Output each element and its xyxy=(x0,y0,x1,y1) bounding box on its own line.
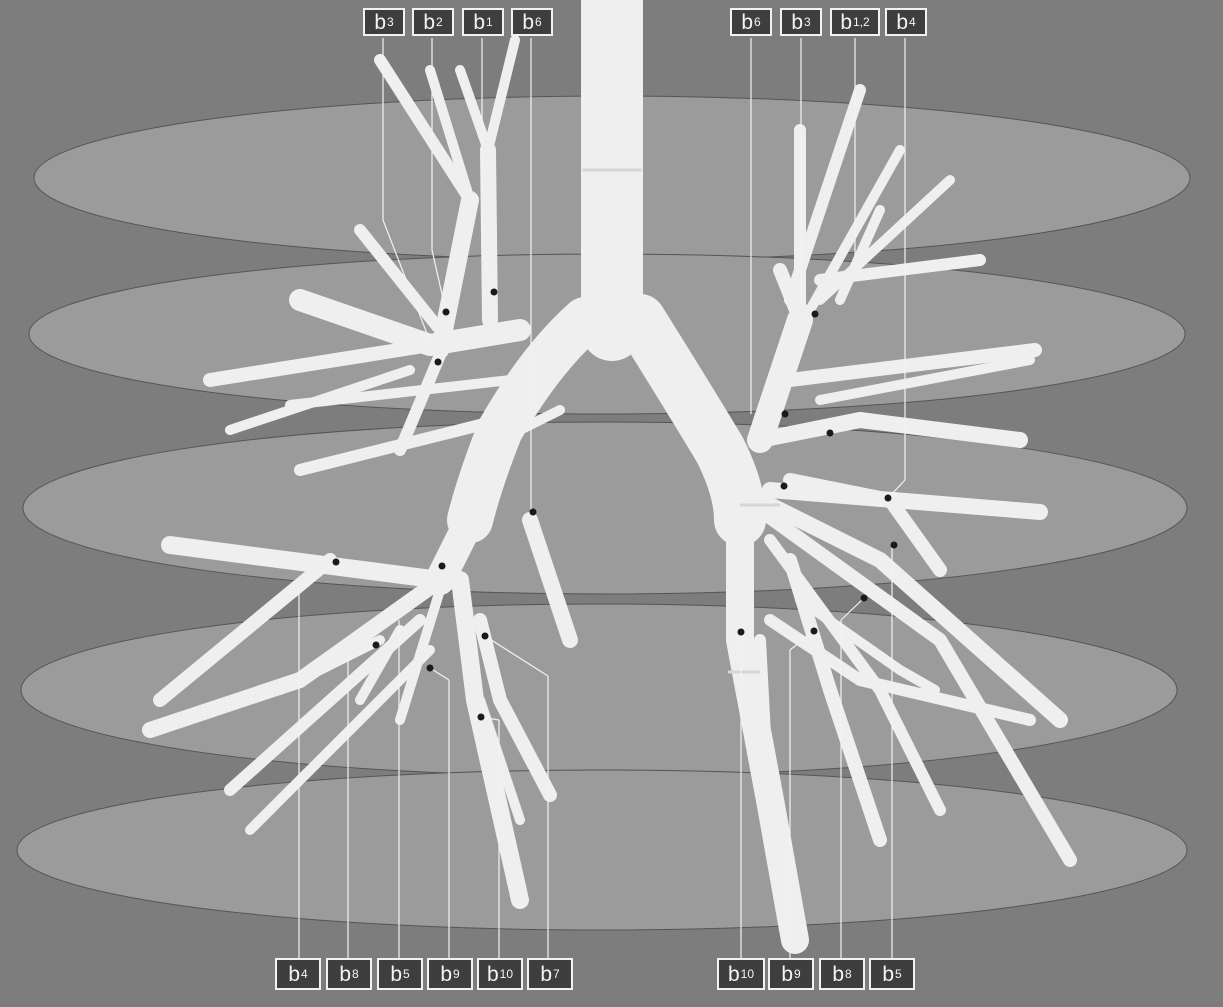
section-plane-5 xyxy=(17,770,1187,930)
